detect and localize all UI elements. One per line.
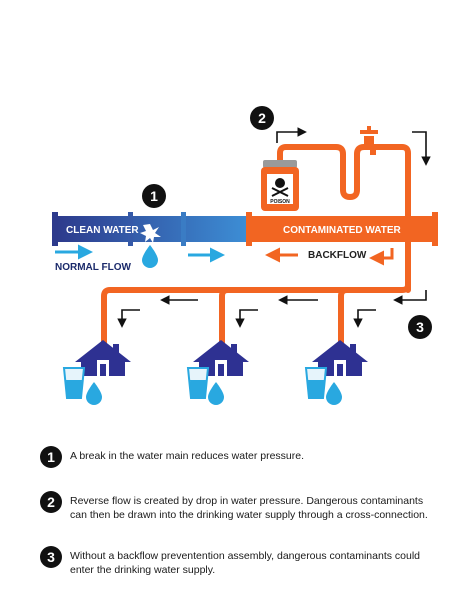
marker-2: 2 bbox=[250, 106, 274, 130]
step-number-badge: 2 bbox=[40, 491, 62, 513]
step-1: 1 A break in the water main reduces wate… bbox=[40, 446, 440, 468]
step-number-badge: 1 bbox=[40, 446, 62, 468]
marker-1: 1 bbox=[142, 184, 166, 208]
poison-container-icon bbox=[261, 160, 299, 211]
flow-arrow-down bbox=[235, 309, 258, 328]
poison-label: POISON bbox=[270, 199, 290, 205]
svg-text:2: 2 bbox=[258, 110, 266, 126]
water-glass-icon bbox=[186, 367, 210, 399]
cross-connection-pipe bbox=[277, 144, 411, 293]
backflow-arrow bbox=[369, 248, 394, 266]
distribution-pipe bbox=[101, 282, 411, 348]
step-number-badge: 3 bbox=[40, 546, 62, 568]
step-text: Reverse flow is created by drop in water… bbox=[70, 495, 428, 521]
flow-arrow-2b bbox=[412, 131, 431, 166]
clean-water-label: CLEAN WATER bbox=[66, 225, 139, 236]
step-text: Without a backflow preventention assembl… bbox=[70, 550, 421, 576]
water-drop-icon bbox=[142, 245, 158, 268]
svg-text:1: 1 bbox=[150, 188, 158, 204]
contaminated-water-label: CONTAMINATED WATER bbox=[283, 225, 402, 236]
marker-3: 3 bbox=[408, 315, 432, 339]
svg-text:3: 3 bbox=[416, 319, 424, 335]
flow-arrow-down bbox=[353, 309, 376, 328]
water-drop-icon bbox=[86, 382, 102, 405]
flow-arrow-2a bbox=[276, 127, 307, 143]
step-3: 3 Without a backflow preventention assem… bbox=[40, 546, 440, 577]
step-2: 2 Reverse flow is created by drop in wat… bbox=[40, 491, 440, 522]
water-glass-icon bbox=[304, 367, 328, 399]
water-drop-icon bbox=[208, 382, 224, 405]
faucet-icon bbox=[360, 126, 378, 155]
pipe-break-icon bbox=[140, 224, 161, 243]
backflow-label: BACKFLOW bbox=[308, 250, 367, 261]
house-icon bbox=[75, 340, 131, 376]
flow-arrow-down bbox=[117, 309, 140, 328]
step-text: A break in the water main reduces water … bbox=[70, 450, 305, 462]
flow-arrow-3 bbox=[393, 290, 427, 305]
water-glass-icon bbox=[62, 367, 86, 399]
contaminated-water-pipe bbox=[246, 212, 438, 246]
water-drop-icon bbox=[326, 382, 342, 405]
normal-flow-label: NORMAL FLOW bbox=[55, 262, 131, 273]
